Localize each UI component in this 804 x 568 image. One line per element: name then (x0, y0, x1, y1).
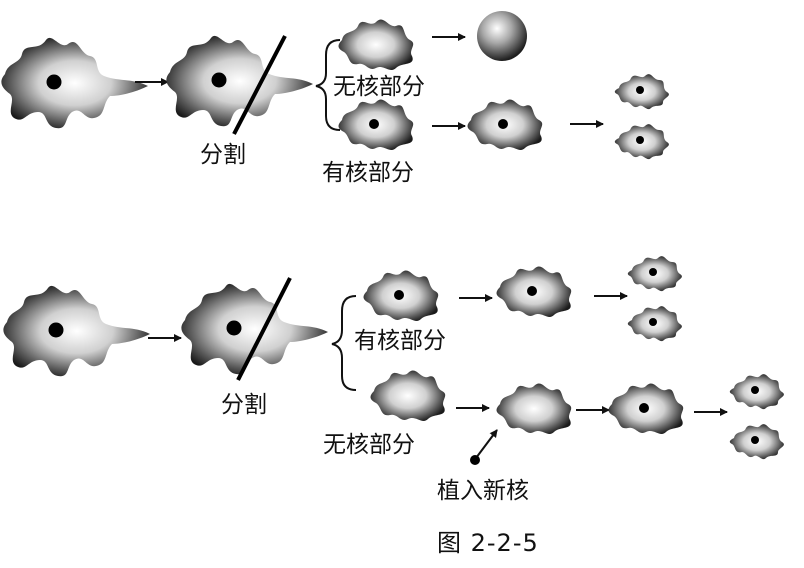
top-daughter-cell (615, 124, 669, 159)
bottom-regrown-cell (497, 267, 572, 317)
bottom-daughter-cell (628, 256, 682, 291)
bottom-nucleate-fragment (364, 271, 439, 321)
bottom-daughter-cell (628, 306, 682, 341)
top-anucleate-fragment (339, 20, 414, 70)
bottom-original-cell (3, 286, 150, 376)
bottom-reconstructed-cell (609, 384, 684, 434)
bottom-reconstructed-daughter (730, 424, 784, 459)
figure-caption: 图 2-2-5 (437, 531, 539, 555)
label-cut: 分割 (221, 394, 267, 417)
implanted-cell (497, 384, 572, 434)
top-cut-cell (166, 36, 313, 126)
bottom-anucleate-fragment (371, 371, 446, 421)
label-anucleate-part: 无核部分 (323, 434, 415, 457)
label-cut: 分割 (200, 144, 246, 167)
top-nucleate-fragment (339, 100, 414, 150)
new-nucleus (470, 455, 480, 465)
label-nucleate-part: 有核部分 (322, 162, 414, 185)
label-implant-new-nucleus: 植入新核 (437, 480, 529, 503)
bottom-reconstructed-daughter (730, 374, 784, 409)
label-anucleate-part: 无核部分 (333, 76, 425, 99)
brace (332, 296, 356, 390)
implant-pointer (476, 430, 497, 458)
bottom-cut-cell (181, 284, 328, 374)
label-nucleate-part: 有核部分 (354, 330, 446, 353)
top-original-cell (1, 38, 148, 128)
dead-cell-sphere (477, 11, 527, 61)
top-daughter-cell (615, 74, 669, 109)
top-regrown-cell (468, 100, 543, 150)
